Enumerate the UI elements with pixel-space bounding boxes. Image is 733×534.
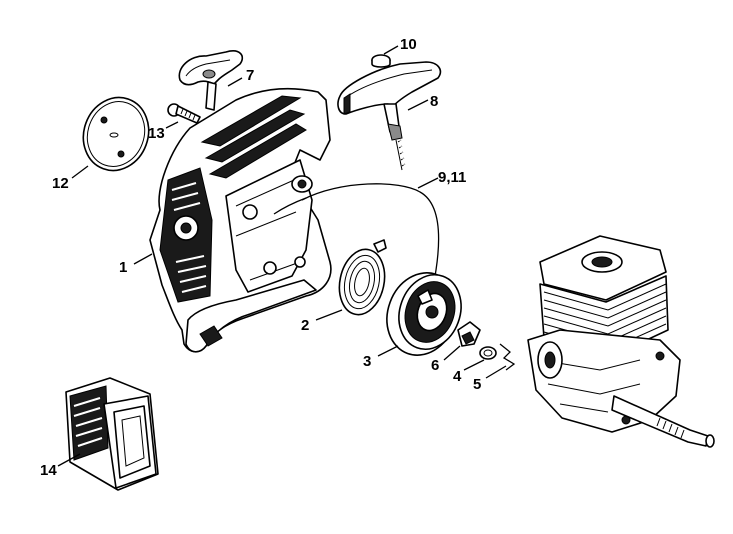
callout-6: 6	[431, 357, 439, 374]
pawl-part	[457, 321, 481, 347]
rewind-spring-part	[338, 239, 387, 316]
intake-boot-part	[65, 377, 159, 491]
leader-lines	[57, 45, 507, 467]
callout-1: 1	[119, 259, 127, 276]
cap-part	[371, 54, 391, 68]
callout-9-11: 9,11	[438, 169, 466, 186]
callout-2: 2	[301, 317, 309, 334]
callout-13: 13	[148, 125, 165, 142]
starter-rope-part	[273, 183, 440, 283]
callout-labels: 1 2 3 4 5 6 7 8 9,11 10 12 13 14	[40, 36, 481, 479]
callout-3: 3	[363, 353, 371, 370]
callout-5: 5	[473, 376, 481, 393]
ring-part	[479, 346, 497, 360]
starter-grip-part	[178, 50, 244, 111]
t-handle-part	[337, 61, 442, 171]
engine-assembly	[527, 235, 715, 448]
spring-clip-part	[499, 343, 516, 371]
callout-10: 10	[400, 36, 417, 53]
rope-rotor-part	[386, 272, 462, 356]
callout-14: 14	[40, 462, 57, 479]
cover-plate-part	[82, 96, 150, 172]
fan-housing-part	[149, 87, 332, 353]
callout-4: 4	[453, 368, 462, 385]
screw-part	[167, 103, 201, 124]
callout-12: 12	[52, 175, 69, 192]
callout-8: 8	[430, 93, 438, 110]
callout-7: 7	[246, 67, 254, 84]
